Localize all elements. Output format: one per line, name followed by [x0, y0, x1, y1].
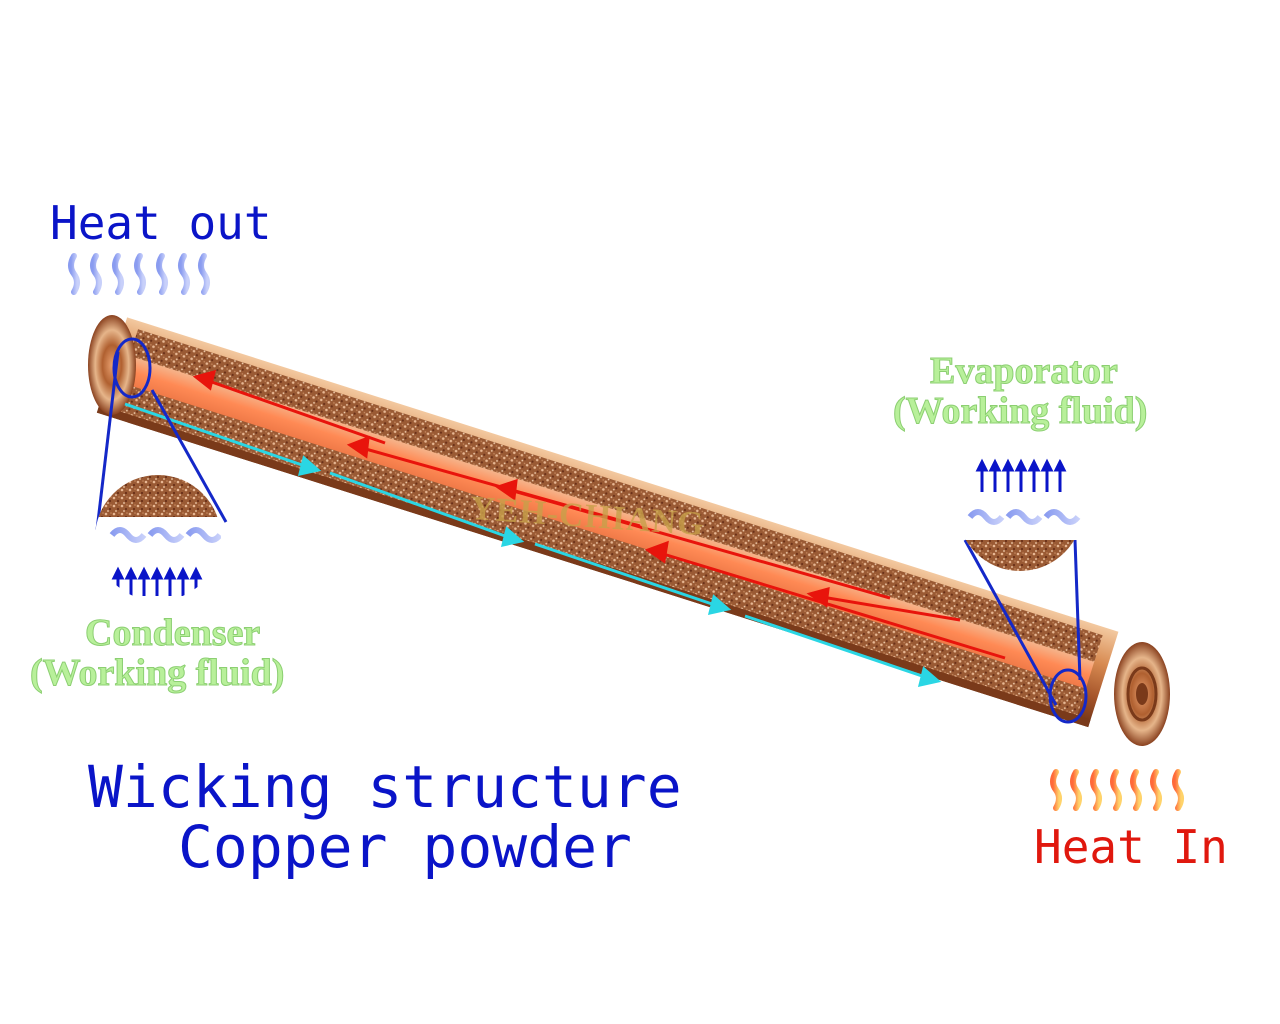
wick-layer-top [129, 329, 1103, 662]
copper-powder-label: Copper powder [178, 813, 632, 881]
liquid-flow-arrows [124, 402, 942, 687]
callout-lines [95, 351, 1082, 706]
pipe-bottom-wall [96, 405, 1091, 728]
evaporator-zoom-view [957, 445, 1083, 571]
heat-pipe [96, 317, 1119, 728]
wicking-structure-label: Wicking structure [88, 753, 682, 821]
heat-wave-icon [1050, 769, 1184, 811]
condenser-sublabel: (Working fluid) [29, 652, 285, 694]
pipe-right-end-core [1136, 683, 1148, 705]
heat-in-label: Heat In [1034, 820, 1228, 874]
wick-layer-bottom [112, 382, 1086, 716]
pipe-right-end-ring [1126, 666, 1158, 722]
pipe-left-end [88, 315, 136, 415]
condenser-label: Condenser [84, 612, 261, 654]
heat-out-label: Heat out [50, 196, 272, 250]
vapor-flow-arrows [192, 369, 1006, 660]
cool-wave-icon [68, 253, 210, 295]
up-arrows-icon [975, 458, 1067, 492]
condenser-callout-ring [112, 337, 152, 399]
evaporator-sublabel: (Working fluid) [892, 390, 1148, 432]
evaporator-label: Evaporator [930, 350, 1119, 392]
